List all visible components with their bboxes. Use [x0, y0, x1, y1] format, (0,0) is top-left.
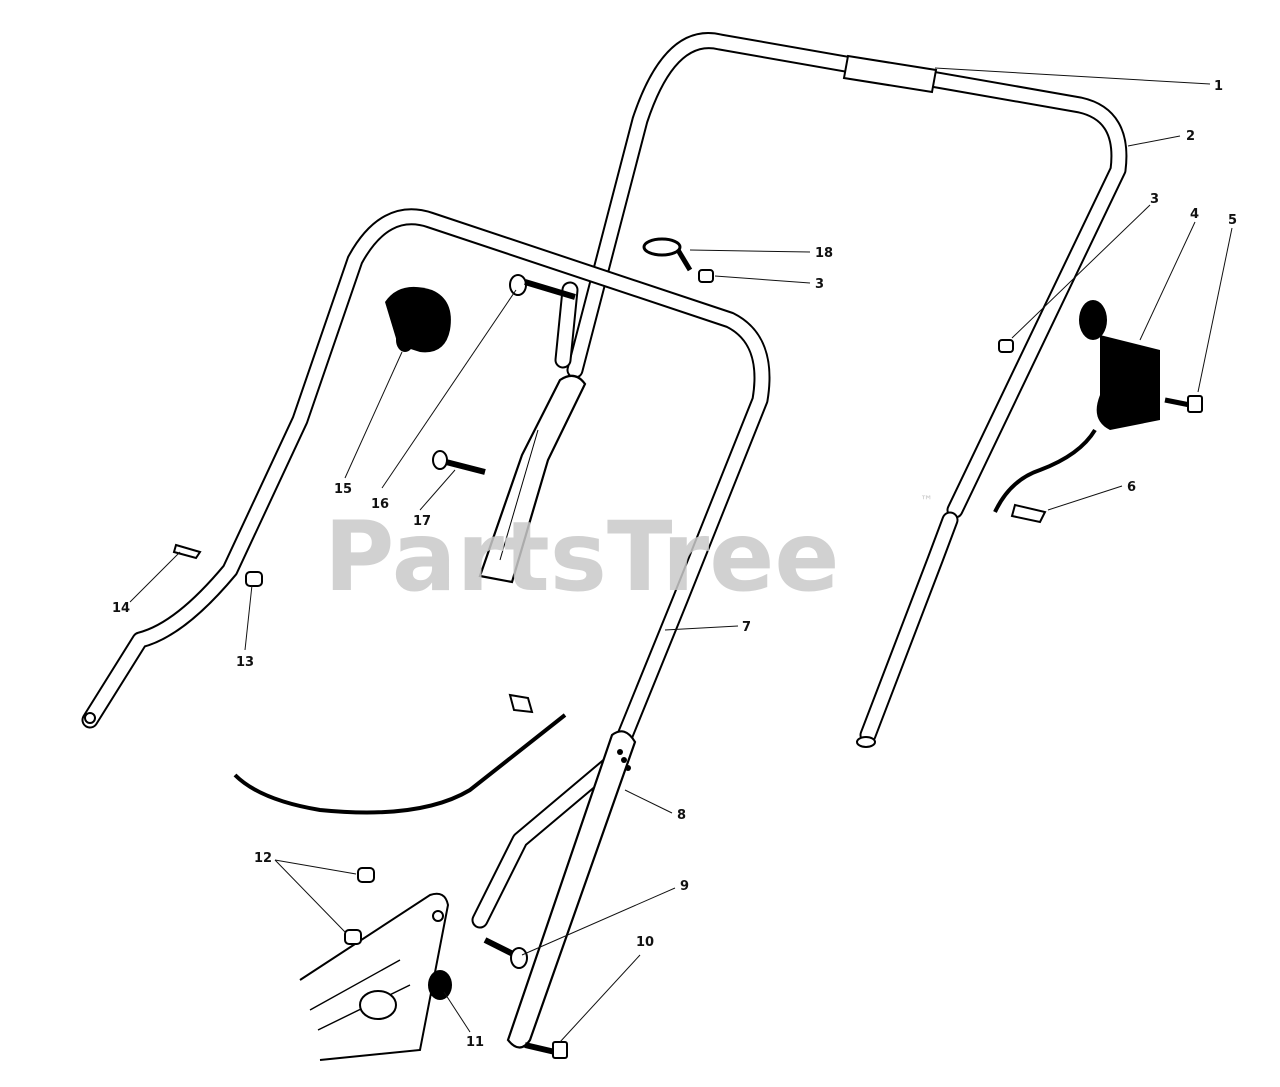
- callout-12: 12: [254, 851, 272, 866]
- control-cable: [233, 428, 1097, 815]
- watermark-text: PartsTree: [324, 501, 839, 613]
- nut-13: [245, 571, 263, 587]
- callout-17: 17: [413, 514, 431, 529]
- callout-labels: 1 2 3 4 5 3 18 6 7 8 9 10 11 12 13 14 15…: [112, 79, 1237, 1050]
- callout-14: 14: [112, 601, 130, 616]
- nut-12-upper: [357, 867, 375, 883]
- callout-11: 11: [466, 1035, 484, 1050]
- bolt-9: [483, 937, 528, 969]
- callout-9: 9: [680, 879, 689, 894]
- bolt-10: [524, 1041, 568, 1059]
- nut-12-lower: [344, 929, 362, 945]
- callout-1: 1: [1214, 79, 1223, 94]
- bolt-17: [432, 450, 486, 475]
- callout-2: 2: [1186, 129, 1195, 144]
- callout-6: 6: [1127, 480, 1136, 495]
- pin-14: [172, 543, 202, 560]
- callout-3-upper: 3: [815, 277, 824, 292]
- cable-clip: [508, 693, 534, 714]
- callout-13: 13: [236, 655, 254, 670]
- callout-10: 10: [636, 935, 654, 950]
- callout-15: 15: [334, 482, 352, 497]
- callout-16: 16: [371, 497, 389, 512]
- handle-grip: [842, 54, 938, 94]
- lower-handle: [81, 208, 771, 929]
- knob-15: [385, 286, 451, 353]
- carriage-bolt-16: [509, 274, 576, 300]
- cable-clip-6: [1010, 503, 1047, 524]
- cable-guide-18: [642, 237, 693, 272]
- nut-3-right: [998, 339, 1014, 353]
- watermark: PartsTree ™: [324, 494, 933, 613]
- leader-lines: [129, 67, 1233, 1043]
- watermark-trademark: ™: [920, 494, 933, 509]
- callout-7: 7: [742, 620, 751, 635]
- callout-5: 5: [1228, 213, 1237, 228]
- nut-3-upper: [698, 269, 714, 283]
- callout-18: 18: [815, 246, 833, 261]
- callout-8: 8: [677, 808, 686, 823]
- callout-3-right: 3: [1150, 192, 1159, 207]
- control-lever-4: [1079, 300, 1160, 430]
- mower-deck-fragment: [299, 892, 450, 1061]
- callout-4: 4: [1190, 207, 1199, 222]
- upper-handle: [554, 32, 1128, 748]
- screw-5: [1164, 395, 1203, 413]
- spacer-11: [428, 970, 452, 1000]
- middle-handle-section: [478, 374, 587, 584]
- handle-bracket: [506, 730, 637, 1049]
